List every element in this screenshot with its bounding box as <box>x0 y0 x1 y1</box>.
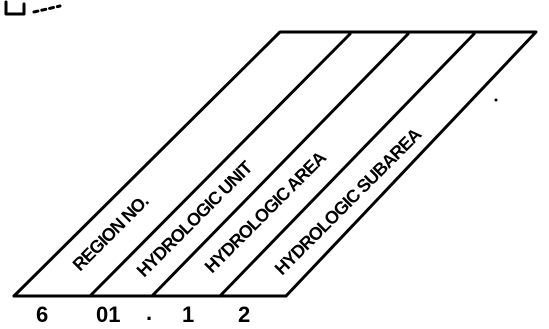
code-area-digit: 1 <box>182 302 194 327</box>
code-subarea-digit: 2 <box>238 302 250 327</box>
band-label-unit: HYDROLOGIC UNIT <box>133 157 257 281</box>
code-region-digit: 6 <box>36 302 48 327</box>
code-separator: . <box>146 300 152 325</box>
code-unit-digits: 01 <box>96 302 120 327</box>
stray-mark <box>494 98 498 102</box>
band-label-subarea: HYDROLOGIC SUBAREA <box>271 124 426 279</box>
band-divider-2 <box>150 32 410 298</box>
band-divider-3 <box>218 32 476 298</box>
cropped-box-fragment <box>4 0 62 16</box>
band-divider-1 <box>88 32 352 298</box>
